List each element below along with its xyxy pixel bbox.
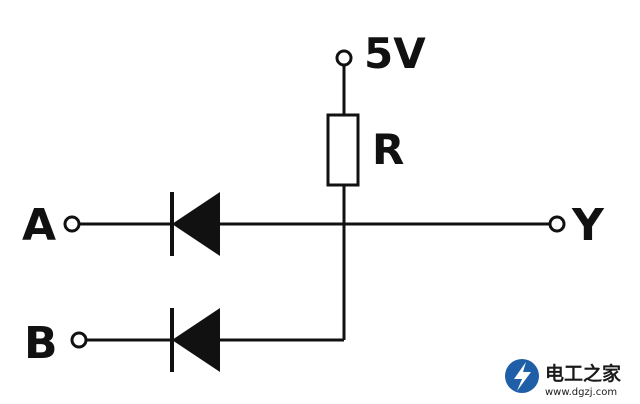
output-y-label: Y bbox=[571, 200, 605, 251]
supply-label: 5V bbox=[364, 29, 426, 78]
input-a-label: A bbox=[22, 200, 56, 251]
resistor bbox=[326, 113, 360, 187]
diode-b bbox=[170, 308, 220, 372]
input-b-terminal bbox=[70, 331, 88, 349]
input-a-terminal bbox=[63, 215, 81, 233]
diode-a bbox=[170, 192, 220, 256]
watermark-logo: 电工之家 www.dgzj.com bbox=[505, 359, 622, 398]
supply-terminal bbox=[335, 49, 353, 115]
watermark-url: www.dgzj.com bbox=[545, 387, 617, 398]
watermark-name: 电工之家 bbox=[545, 362, 622, 385]
resistor-label: R bbox=[372, 125, 404, 174]
output-y-terminal bbox=[548, 215, 566, 233]
input-b-label: B bbox=[24, 318, 58, 369]
